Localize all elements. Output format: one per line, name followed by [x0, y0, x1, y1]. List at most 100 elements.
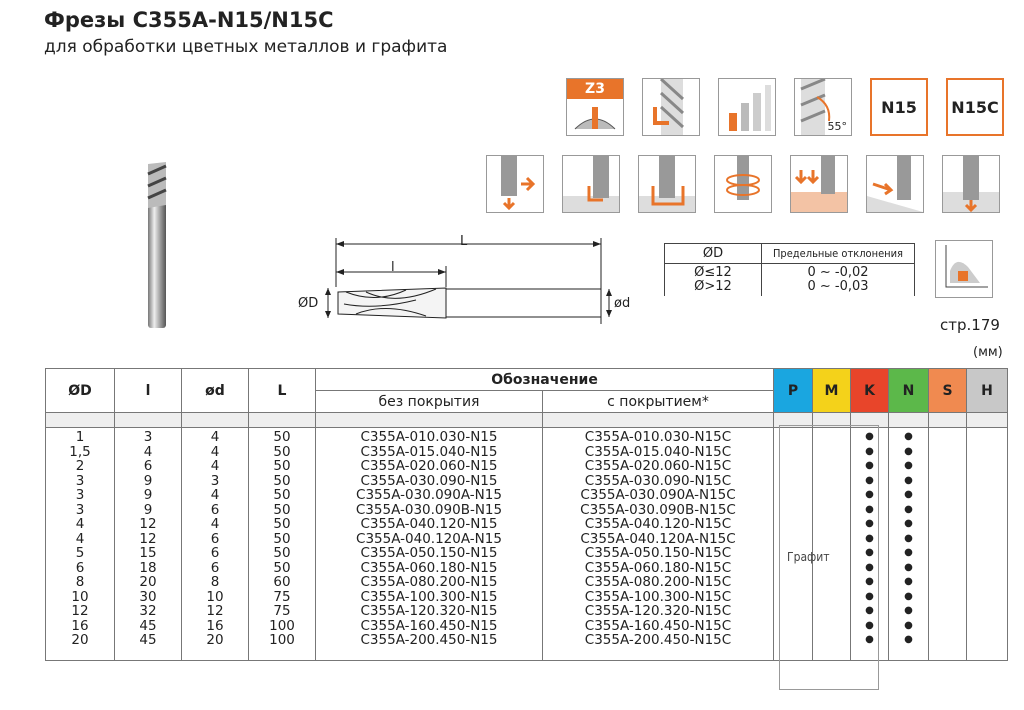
cell-D: 6 [45, 560, 115, 575]
cell-d: 20 [181, 633, 249, 648]
cell-D: 10 [45, 589, 115, 604]
material-cell [966, 575, 1009, 590]
material-cell [966, 502, 1009, 517]
cell-b: C355A-040.120A-N15C [541, 531, 775, 546]
cell-L: 60 [248, 575, 316, 590]
col-L: L [248, 368, 316, 413]
cell-l: 18 [114, 560, 182, 575]
page-title: Фрезы C355A-N15/N15C [44, 8, 334, 32]
cell-b: C355A-030.090-N15C [541, 473, 775, 488]
cell-b: C355A-100.300-N15C [541, 589, 775, 604]
units-label: (мм) [973, 345, 1003, 360]
suitability-dot: ● [888, 575, 930, 590]
table-end-row [45, 647, 1009, 661]
helix-angle-icon: 55° [794, 78, 852, 136]
cell-L: 100 [248, 633, 316, 648]
cell-L: 50 [248, 444, 316, 459]
material-cell [928, 488, 968, 503]
cell-L: 50 [248, 531, 316, 546]
col-designation: Обозначение [314, 368, 775, 391]
cell-d: 4 [181, 444, 249, 459]
cell-D: 20 [45, 633, 115, 648]
cell-L: 50 [248, 517, 316, 532]
suitability-dot: ● [888, 459, 930, 474]
suitability-dot: ● [888, 618, 930, 633]
flute-center-icon [642, 78, 700, 136]
cell-l: 12 [114, 531, 182, 546]
material-cell [928, 427, 968, 445]
suitability-dot: ● [888, 531, 930, 546]
cell-a: C355A-200.450-N15 [315, 633, 543, 648]
material-cell [966, 604, 1009, 619]
cell-L: 50 [248, 488, 316, 503]
page-reference: стр.179 [940, 316, 1000, 334]
material-cell [928, 546, 968, 561]
cell-a: C355A-040.120-N15 [315, 517, 543, 532]
dim-OD-label: ØD [298, 296, 319, 311]
cell-d: 12 [181, 604, 249, 619]
suitability-dot: ● [888, 427, 930, 445]
material-M: M [812, 368, 852, 413]
suitability-dot: ● [888, 517, 930, 532]
col-od: ød [181, 368, 249, 413]
suitability-dot: ● [888, 546, 930, 561]
cell-d: 8 [181, 575, 249, 590]
material-cell [966, 546, 1009, 561]
cell-b: C355A-015.040-N15C [541, 444, 775, 459]
material-cell [928, 560, 968, 575]
graphite-box [779, 425, 879, 690]
cell-a: C355A-015.040-N15 [315, 444, 543, 459]
cell-d: 16 [181, 618, 249, 633]
material-N: N [888, 368, 930, 413]
material-cell [928, 531, 968, 546]
cell-a: C355A-060.180-N15 [315, 560, 543, 575]
cell-l: 15 [114, 546, 182, 561]
material-cell [966, 427, 1009, 445]
material-cell [928, 589, 968, 604]
cell-l: 12 [114, 517, 182, 532]
cell-d: 6 [181, 546, 249, 561]
col-no-coating: без покрытия [315, 390, 543, 413]
material-cell [928, 633, 968, 648]
suitability-dot: ● [888, 589, 930, 604]
material-cell [928, 517, 968, 532]
material-cell [966, 488, 1009, 503]
cell-b: C355A-040.120-N15C [541, 517, 775, 532]
cell-a: C355A-080.200-N15 [315, 575, 543, 590]
n15c-badge: N15C [946, 78, 1004, 136]
cell-a: C355A-030.090A-N15 [315, 488, 543, 503]
helical-milling-icon [714, 155, 772, 213]
dim-l-label: l [391, 260, 395, 275]
cell-l: 4 [114, 444, 182, 459]
page-subtitle: для обработки цветных металлов и графита [44, 37, 448, 57]
cell-a: C355A-030.090B-N15 [315, 502, 543, 517]
cell-a: C355A-160.450-N15 [315, 618, 543, 633]
cutting-speed-icon [935, 240, 993, 298]
cell-d: 10 [181, 589, 249, 604]
cell-D: 5 [45, 546, 115, 561]
cell-a: C355A-040.120A-N15 [315, 531, 543, 546]
cell-D: 8 [45, 575, 115, 590]
cell-D: 3 [45, 488, 115, 503]
cell-D: 4 [45, 517, 115, 532]
material-cell [928, 459, 968, 474]
suitability-dot: ● [888, 633, 930, 648]
material-cell [928, 444, 968, 459]
suitability-dot: ● [888, 473, 930, 488]
end-mill-image [147, 162, 167, 328]
cell-L: 75 [248, 604, 316, 619]
cell-l: 9 [114, 488, 182, 503]
cell-l: 6 [114, 459, 182, 474]
cell-b: C355A-060.180-N15C [541, 560, 775, 575]
material-cell [928, 575, 968, 590]
cell-l: 45 [114, 633, 182, 648]
cell-b: C355A-160.450-N15C [541, 618, 775, 633]
suitability-dot: ● [888, 488, 930, 503]
